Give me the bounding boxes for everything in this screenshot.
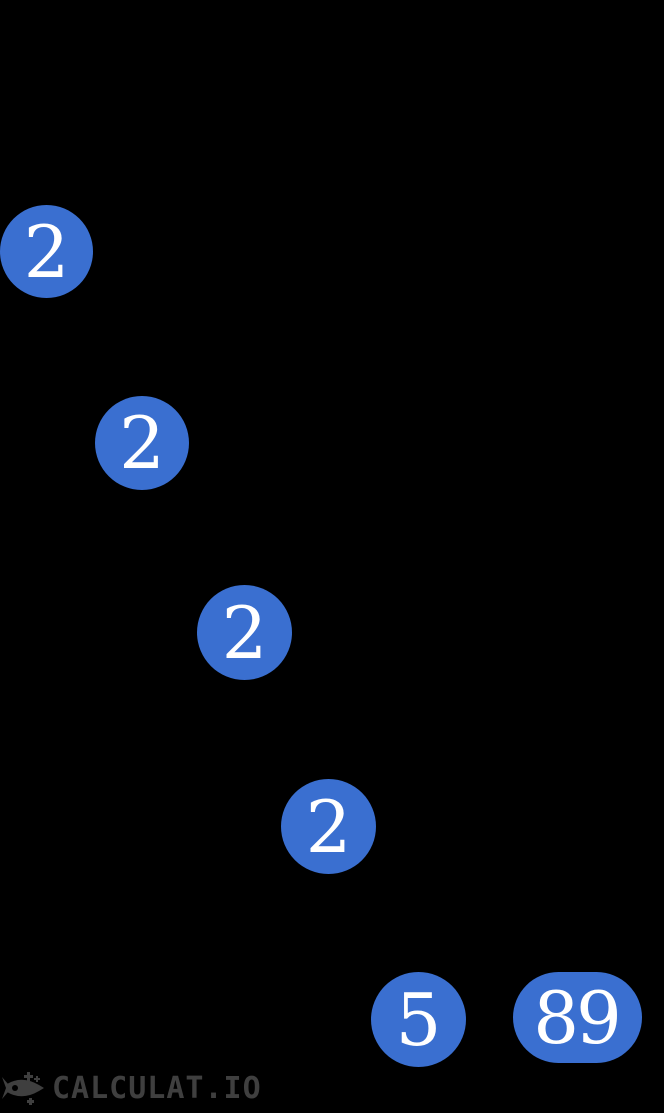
prime-factor-node: 2 bbox=[0, 205, 93, 298]
prime-factor-node: 5 bbox=[371, 972, 466, 1067]
prime-factor-value: 5 bbox=[395, 977, 442, 1062]
watermark: CALCULAT.IO bbox=[2, 1066, 262, 1110]
prime-factor-value: 2 bbox=[23, 209, 70, 294]
prime-factor-value: 2 bbox=[119, 401, 165, 485]
prime-factor-node: 2 bbox=[281, 779, 376, 874]
prime-factor-node: 2 bbox=[95, 396, 189, 490]
prime-factor-value: 89 bbox=[533, 975, 622, 1060]
prime-factor-node: 2 bbox=[197, 585, 292, 680]
prime-factor-node: 89 bbox=[513, 972, 642, 1063]
watermark-text: CALCULAT.IO bbox=[52, 1070, 262, 1106]
prime-factor-value: 2 bbox=[305, 784, 352, 869]
rocket-icon bbox=[2, 1072, 44, 1105]
prime-factor-value: 2 bbox=[221, 590, 268, 675]
